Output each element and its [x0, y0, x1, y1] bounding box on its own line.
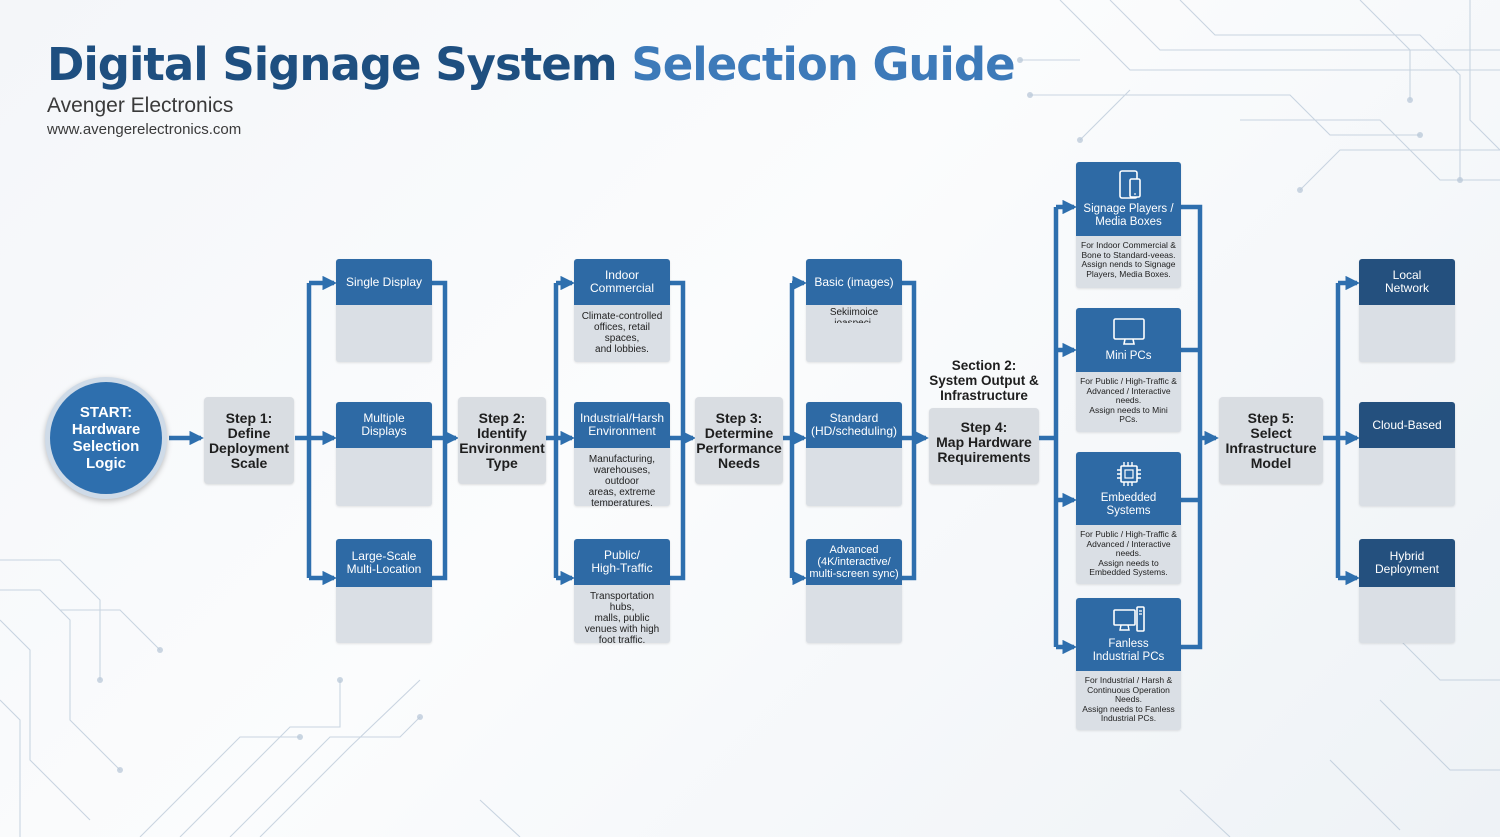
option-industrial-harsh[interactable]: Industrial/Harsh Environment Manufacturi… [574, 402, 670, 506]
desktop-tower-icon [1112, 606, 1145, 632]
option-title: Large-Scale Multi-Location [336, 539, 432, 587]
title-part-1: Digital Signage System [47, 38, 618, 91]
step-5-box: Step 5: Select Infrastructure Model [1219, 397, 1323, 484]
option-hybrid-deployment[interactable]: Hybrid Deployment [1359, 539, 1455, 643]
option-title: Mini PCs [1105, 350, 1152, 362]
company-name: Avenger Electronics [47, 94, 234, 117]
option-desc [336, 305, 432, 311]
option-title: Advanced (4K/interactive/ multi-screen s… [806, 539, 902, 585]
monitor-icon [1112, 318, 1145, 345]
option-mini-pcs[interactable]: Mini PCs For Public / High-Traffic & Adv… [1076, 308, 1181, 432]
option-title: Industrial/Harsh Environment [574, 402, 670, 448]
option-cloud-based[interactable]: Cloud-Based [1359, 402, 1455, 506]
option-title: Hybrid Deployment [1359, 539, 1455, 587]
option-large-scale[interactable]: Large-Scale Multi-Location [336, 539, 432, 643]
option-single-display[interactable]: Single Display [336, 259, 432, 362]
option-title: Single Display [336, 259, 432, 305]
option-desc: For Public / High-Traffic & Advanced / I… [1080, 376, 1177, 424]
option-title: Local Network [1359, 259, 1455, 305]
option-desc: For Industrial / Harsh & Continuous Oper… [1082, 675, 1175, 723]
option-title: Basic (images) [806, 259, 902, 305]
option-fanless-industrial[interactable]: Fanless Industrial PCs For Industrial / … [1076, 598, 1181, 730]
step-4-box: Step 4: Map Hardware Requirements [929, 408, 1039, 484]
option-public-high-traffic[interactable]: Public/ High-Traffic Transportation hubs… [574, 539, 670, 643]
option-desc [806, 585, 902, 591]
option-desc [336, 587, 432, 593]
option-desc: For Public / High-Traffic & Advanced / I… [1080, 529, 1177, 577]
step-2-box: Step 2: Identify Environment Type [458, 397, 546, 484]
option-local-network[interactable]: Local Network [1359, 259, 1455, 362]
option-title: Standard (HD/scheduling) [806, 402, 902, 448]
option-title: Indoor Commercial [574, 259, 670, 305]
section-2-label: Section 2: System Output & Infrastructur… [929, 358, 1039, 403]
option-basic-images[interactable]: Basic (images) Sekiimoice ioaspeci, Stan… [806, 259, 902, 362]
option-standard-hd[interactable]: Standard (HD/scheduling) [806, 402, 902, 506]
step-3-box: Step 3: Determine Performance Needs [695, 397, 783, 484]
option-advanced-4k[interactable]: Advanced (4K/interactive/ multi-screen s… [806, 539, 902, 643]
tablet-phone-icon [1118, 169, 1141, 199]
option-desc: For Indoor Commercial & Bone to Standard… [1081, 240, 1176, 279]
step-1-box: Step 1: Define Deployment Scale [204, 397, 294, 484]
option-title: Public/ High-Traffic [574, 539, 670, 585]
chip-icon [1116, 462, 1141, 486]
option-indoor-commercial[interactable]: Indoor Commercial Climate-controlled off… [574, 259, 670, 362]
title-part-2: Selection Guide [631, 38, 1015, 91]
option-desc [806, 448, 902, 454]
option-desc: Sekiimoice ioaspeci, Standard (HD/schedu… [829, 307, 879, 323]
option-title: Signage Players / Media Boxes [1083, 202, 1174, 228]
option-title: Fanless Industrial PCs [1092, 638, 1165, 663]
option-title: Multiple Displays [336, 402, 432, 448]
page-title: Digital Signage System Selection Guide [47, 38, 1016, 91]
option-desc: Climate-controlled offices, retail space… [581, 311, 663, 355]
start-node: START: Hardware Selection Logic [45, 377, 167, 499]
option-desc: Manufacturing, warehouses, outdoor areas… [588, 454, 656, 506]
option-embedded-systems[interactable]: Embedded Systems For Public / High-Traff… [1076, 452, 1181, 584]
option-desc: Transportation hubs, malls, public venue… [584, 591, 660, 643]
option-signage-players[interactable]: Signage Players / Media Boxes For Indoor… [1076, 162, 1181, 288]
option-multiple-displays[interactable]: Multiple Displays [336, 402, 432, 506]
option-title: Cloud-Based [1359, 402, 1455, 448]
website-url: www.avengerelectronics.com [47, 121, 242, 138]
option-title: Embedded Systems [1100, 492, 1157, 517]
option-desc [336, 448, 432, 454]
